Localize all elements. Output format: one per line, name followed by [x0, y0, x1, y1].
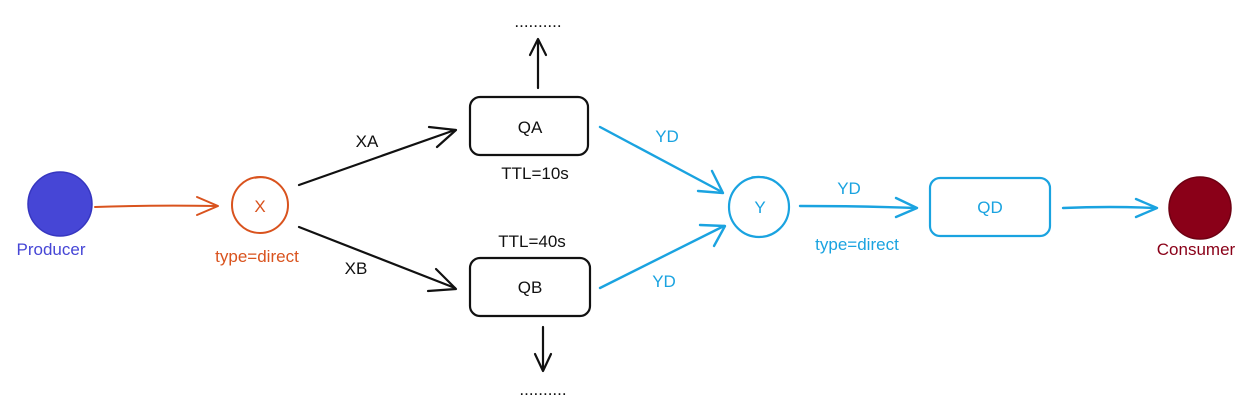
producer-node: Producer — [17, 171, 93, 259]
consumer-node: Consumer — [1157, 176, 1236, 259]
qa-up-dots: .......... — [514, 12, 561, 31]
arrow-qd-to-consumer — [1061, 197, 1159, 219]
exchange-y-type-label: type=direct — [815, 235, 899, 254]
queue-qb-ttl-label: TTL=40s — [498, 232, 566, 251]
exchange-y-label: Y — [754, 198, 765, 217]
edge-label-qb-yd: YD — [652, 272, 676, 291]
queue-qa-ttl-label: TTL=10s — [501, 164, 569, 183]
queue-qb-box — [468, 256, 592, 318]
edge-label-y-qd: YD — [837, 179, 861, 198]
queue-qd-node: QD — [928, 176, 1052, 238]
exchange-x-label: X — [254, 197, 265, 216]
arrow-qa-up — [528, 37, 548, 90]
queue-qa-box — [468, 95, 590, 157]
arrow-qa-to-y — [598, 125, 725, 195]
qb-down-dots: .......... — [519, 380, 566, 399]
exchange-x-node: X type=direct — [215, 176, 299, 266]
arrow-producer-to-x — [94, 196, 219, 216]
queue-qb-label: QB — [518, 278, 543, 297]
exchange-y-node: Y type=direct — [727, 175, 899, 254]
exchange-x-type-label: type=direct — [215, 247, 299, 266]
arrow-qb-down — [533, 325, 553, 373]
queue-qd-box — [928, 176, 1052, 238]
producer-label: Producer — [17, 240, 86, 259]
arrow-qb-to-y — [598, 223, 727, 290]
arrow-x-to-qa — [297, 125, 458, 187]
producer-circle — [27, 171, 93, 237]
consumer-circle — [1168, 176, 1232, 240]
consumer-label: Consumer — [1157, 240, 1236, 259]
queue-qb-node: TTL=40s QB — [468, 232, 592, 318]
edge-label-xa: XA — [356, 132, 379, 151]
queue-qa-label: QA — [518, 118, 543, 137]
arrow-x-to-qb — [297, 225, 458, 293]
arrow-y-to-qd — [798, 196, 919, 219]
queue-qa-node: QA TTL=10s — [468, 95, 590, 183]
queue-qd-label: QD — [977, 198, 1003, 217]
edge-label-qa-yd: YD — [655, 127, 679, 146]
edge-label-xb: XB — [345, 259, 368, 278]
